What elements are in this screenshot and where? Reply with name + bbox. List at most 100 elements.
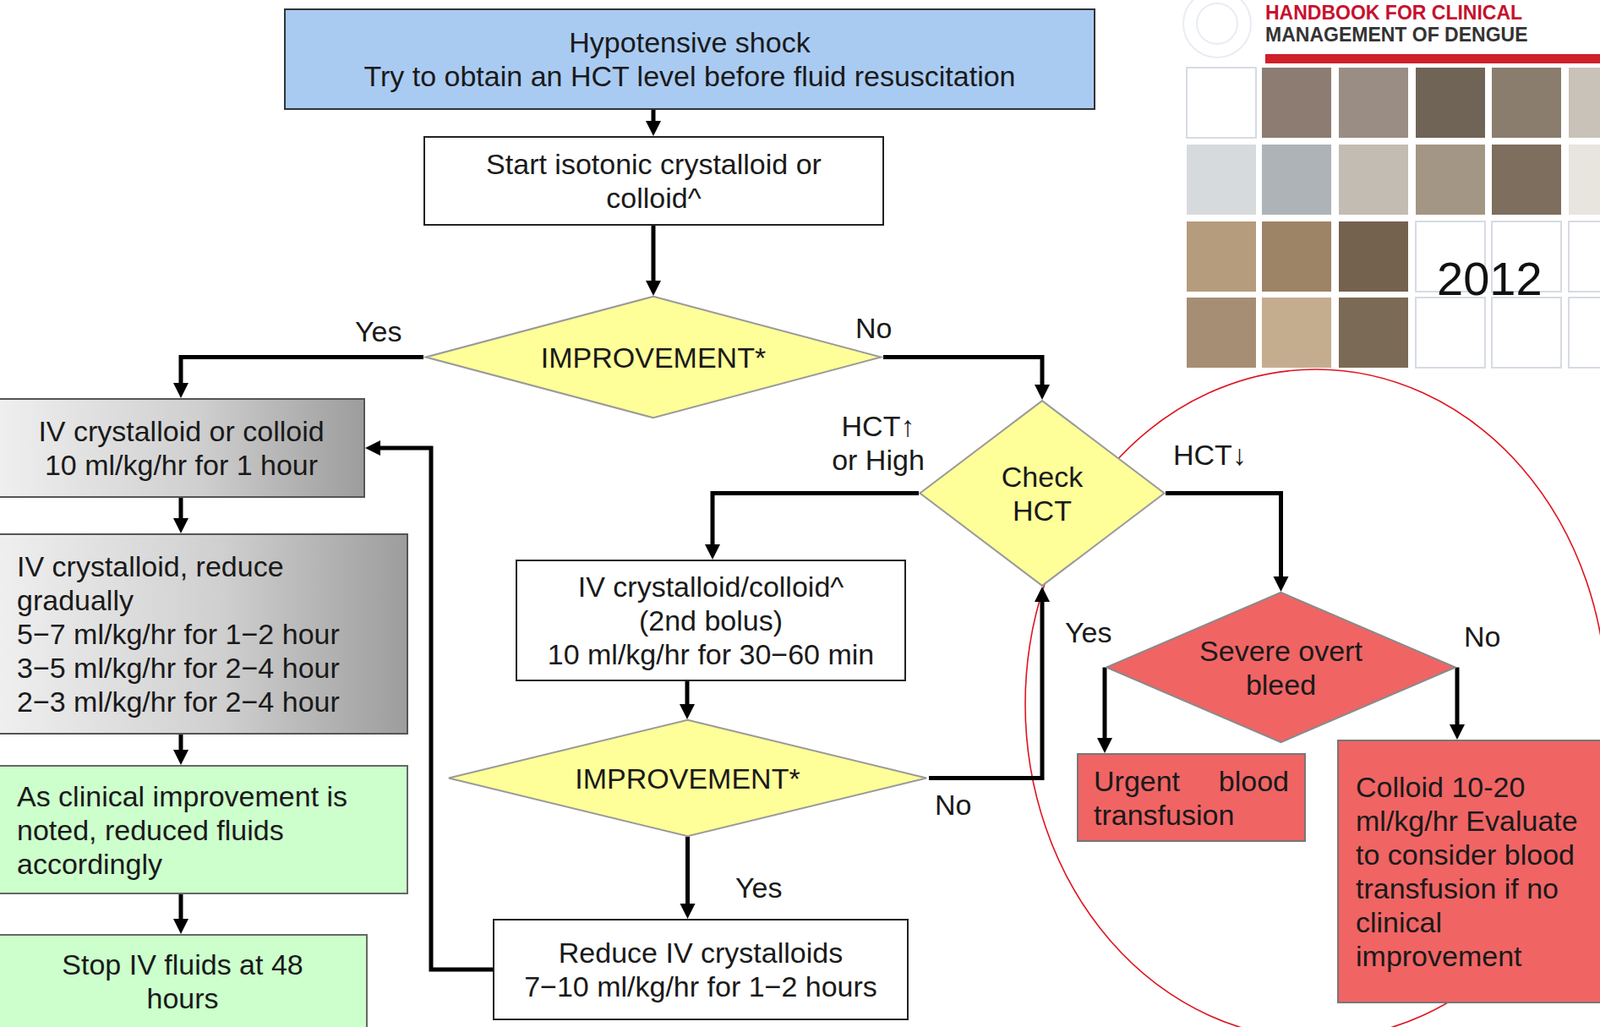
connector-line: [179, 894, 184, 921]
diamond-shape: [919, 400, 1164, 586]
cover-tile: [1261, 67, 1332, 138]
arrow-head: [173, 749, 189, 765]
cover-tile: [1186, 221, 1256, 292]
node-text: 10 ml/kg/hr for 30−60 min: [527, 637, 895, 672]
arrow-head: [645, 120, 661, 137]
cover-tile: [1338, 297, 1409, 368]
node-text: 2−3 ml/kg/hr for 2−4 hour: [16, 684, 382, 719]
connector-line: [685, 681, 690, 706]
node-text: Colloid 10-20 ml/kg/hr Evaluate to consi…: [1355, 769, 1582, 973]
node-text: Stop IV fluids at 48 hours: [49, 947, 316, 1016]
edge-label: No: [933, 787, 973, 822]
cover-pattern: [1183, 0, 1251, 58]
diamond-text-area: IMPROVEMENT*: [542, 761, 833, 796]
edge-label: Yes: [353, 314, 404, 349]
cover-tile: [1568, 144, 1600, 215]
cover-tile: [1415, 144, 1486, 215]
connector-line: [179, 497, 184, 520]
connector-arrow: [928, 586, 1050, 779]
arrow-head: [1273, 576, 1289, 592]
connector-arrow: [679, 681, 695, 720]
node-text: Start isotonic crystalloid or colloid^: [475, 147, 832, 215]
node-text: Check HCT: [974, 459, 1111, 528]
arrow-head: [1097, 737, 1113, 754]
diamond-shape: [448, 720, 927, 837]
node-text: 3−5 ml/kg/hr for 2−4 hour: [16, 650, 382, 685]
connector-arrow: [883, 357, 1050, 401]
connector-line: [685, 836, 690, 906]
decision-diamond: IMPROVEMENT*: [446, 719, 929, 837]
connector-arrow: [1097, 667, 1113, 754]
cover-pattern: [1196, 3, 1238, 44]
node-text: IV crystalloid/colloid^: [527, 569, 895, 604]
decision-diamond: Check HCT: [918, 399, 1166, 587]
arrow-head: [1034, 586, 1050, 602]
decision-diamond: Severe overt bleed: [1104, 591, 1458, 743]
process-box: IV crystalloid, reduce gradually5−7 ml/k…: [0, 533, 409, 735]
cover-tile: [1415, 297, 1486, 368]
process-box: Stop IV fluids at 48 hours: [0, 933, 368, 1027]
connector-arrow: [173, 894, 189, 934]
connector-line: [180, 357, 424, 386]
arrow-head: [173, 918, 189, 934]
connector-line: [1165, 493, 1282, 579]
arrow-head: [1034, 384, 1050, 400]
process-box: IV crystalloid/colloid^(2nd bolus)10 ml/…: [515, 559, 907, 682]
node-text: IV crystalloid or colloid: [7, 414, 355, 448]
cover-tile: [1568, 221, 1600, 292]
arrow-head: [680, 903, 696, 919]
edge-label: HCT↑ or High: [826, 409, 930, 477]
diamond-text-area: Check HCT: [974, 459, 1111, 528]
edge-label: HCT↓: [1171, 437, 1249, 472]
connector-line: [651, 109, 656, 123]
node-text: Hypotensive shock: [302, 25, 1077, 60]
edge-label: Yes: [733, 870, 784, 905]
connector-arrow: [704, 493, 919, 561]
process-box: Start isotonic crystalloid or colloid^: [423, 136, 885, 226]
diamond-text-area: Severe overt bleed: [1182, 633, 1381, 702]
arrow-head: [645, 280, 661, 296]
connector-arrow: [173, 497, 189, 534]
process-box: IV crystalloid or colloid10 ml/kg/hr for…: [0, 398, 366, 498]
node-text: IMPROVEMENT*: [542, 761, 833, 796]
cover-tile: [1186, 67, 1256, 138]
connector-line: [179, 734, 184, 752]
node-text: IV crystalloid, reduce gradually: [16, 549, 382, 618]
diamond-outline: [1104, 591, 1458, 743]
diamond-outline: [918, 399, 1166, 587]
cover-tile: [1186, 297, 1256, 368]
arrow-head: [173, 518, 189, 534]
edge-label: Yes: [1063, 615, 1114, 650]
cover-tile: [1568, 67, 1600, 138]
arrow-head: [1449, 724, 1465, 740]
cover-tile: [1261, 144, 1332, 215]
edge-label: No: [1462, 619, 1502, 654]
node-text: 10 ml/kg/hr for 1 hour: [7, 447, 355, 482]
connector-arrow: [173, 734, 189, 765]
node-text: 7−10 ml/kg/hr for 1−2 hours: [511, 969, 891, 1004]
cover-tile: [1568, 297, 1600, 368]
node-text: Severe overt bleed: [1182, 633, 1381, 702]
connector-line: [1103, 667, 1108, 741]
cover-tile: [1338, 67, 1409, 138]
connector-arrow: [680, 836, 696, 919]
connector-line: [712, 493, 919, 547]
cover-tile: [1338, 144, 1409, 215]
edge-label: No: [853, 311, 894, 345]
node-text: Try to obtain an HCT level before fluid …: [302, 59, 1077, 93]
connector-line: [928, 600, 1043, 779]
diamond-shape: [425, 296, 882, 419]
arrow-head: [173, 382, 189, 399]
cover-pattern: [1183, 0, 1251, 58]
connector-line: [1455, 667, 1460, 727]
cover-tile: [1186, 144, 1256, 215]
cover-tile: [1491, 67, 1562, 138]
connector-arrow: [645, 109, 661, 137]
arrow-head: [365, 440, 381, 456]
cover-tile: [1261, 221, 1332, 292]
cover-text: MANAGEMENT OF DENGUE: [1265, 24, 1529, 46]
arrow-head: [679, 704, 695, 720]
cover-tile: [1415, 67, 1486, 138]
cover-text: HANDBOOK FOR CLINICAL: [1265, 2, 1523, 24]
cover-photo-grid: [1186, 67, 1600, 368]
